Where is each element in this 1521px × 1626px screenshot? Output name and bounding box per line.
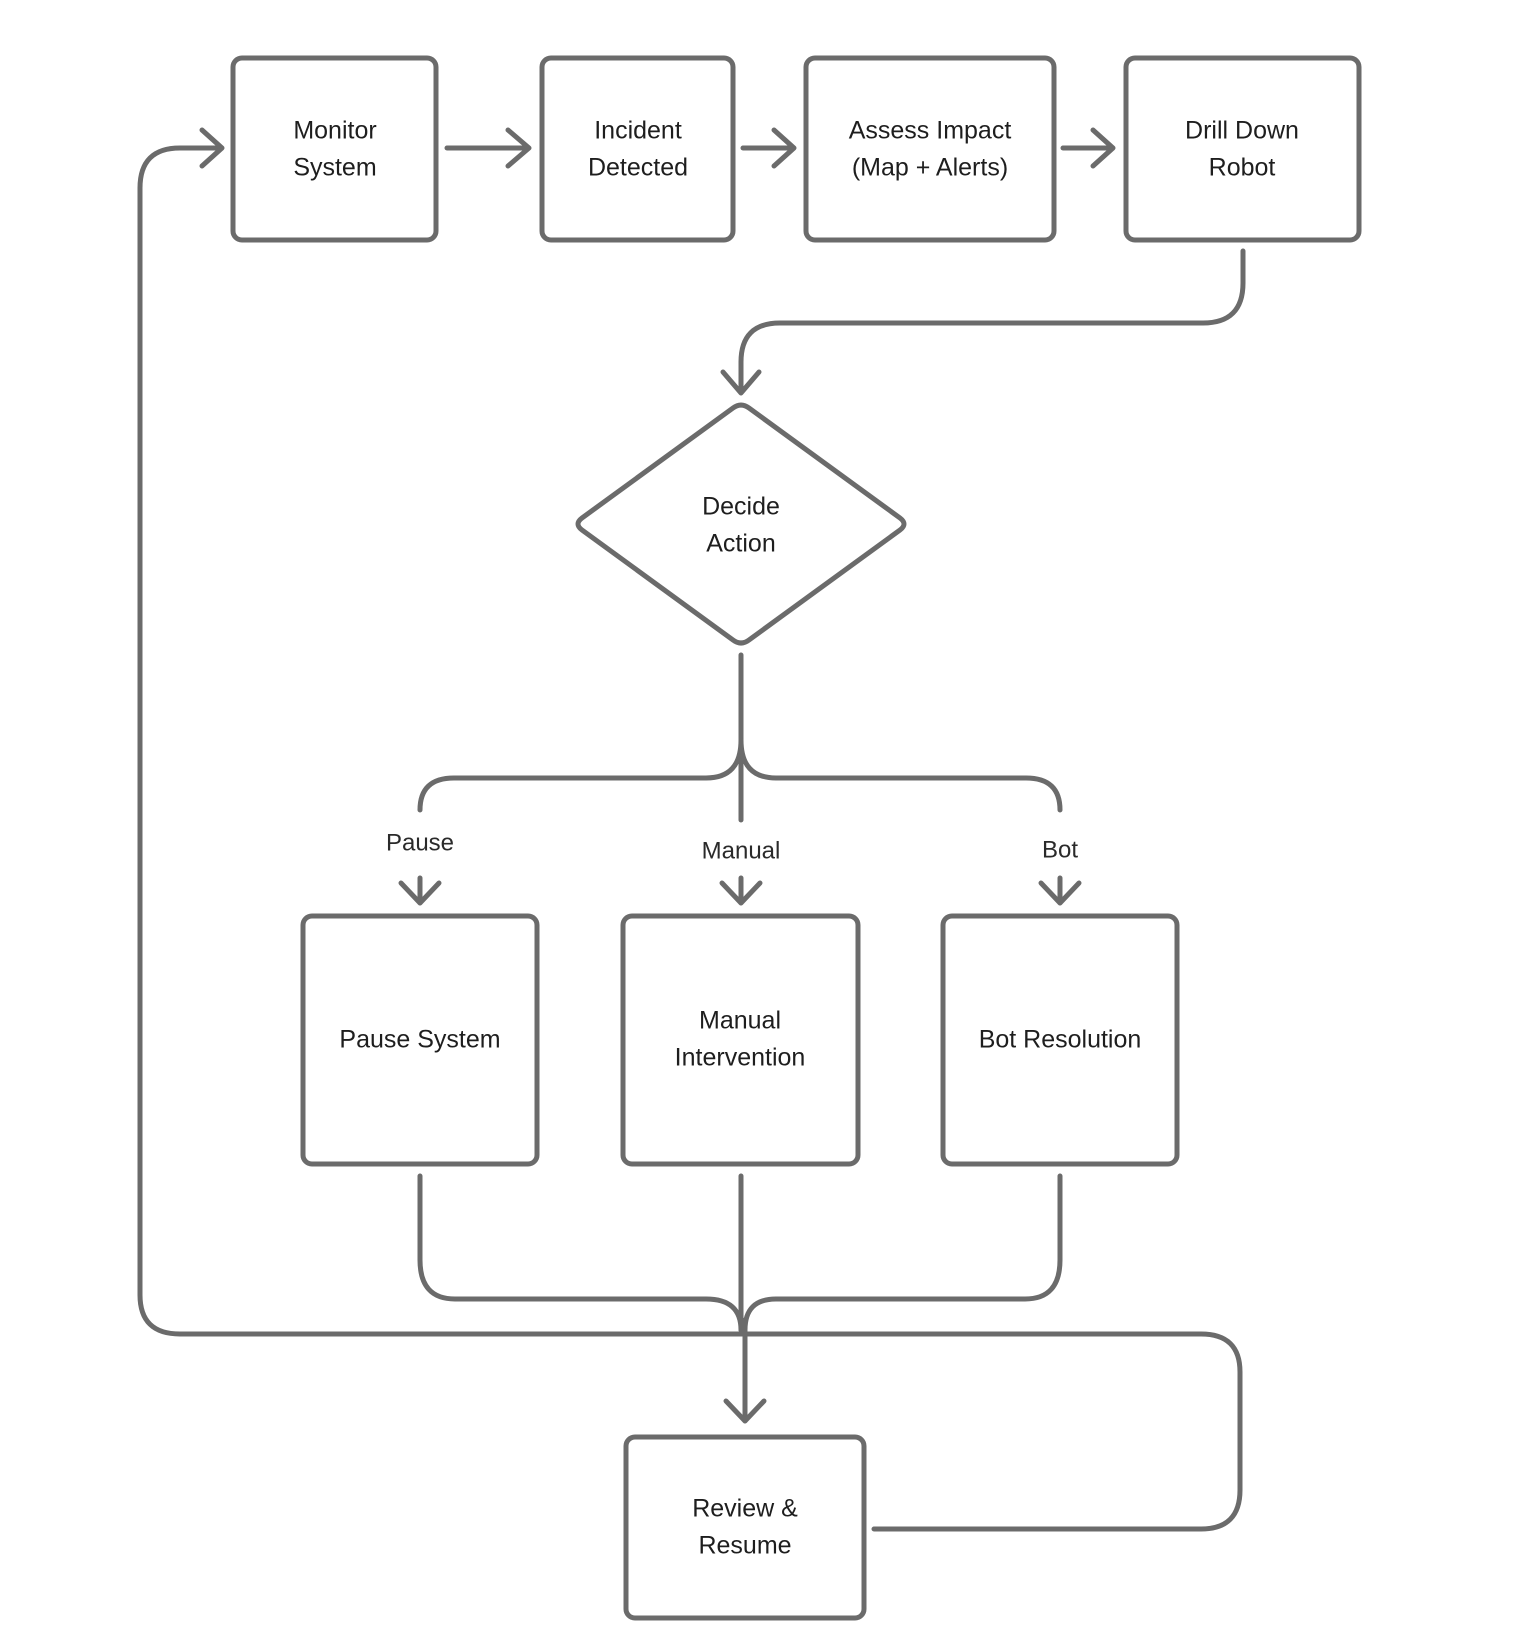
decide-action-diamond: [575, 402, 907, 646]
review-resume-label-line1: Review &: [692, 1495, 798, 1523]
assess-impact-label-line2: (Map + Alerts): [852, 154, 1008, 182]
monitor-system-label-line1: Monitor: [293, 117, 376, 145]
arrowhead-assess: [771, 127, 797, 169]
edge-label-bot: Bot: [1042, 836, 1078, 863]
incident-detected-label-line1: Incident: [594, 117, 682, 145]
edge-label-pause: Pause: [386, 829, 454, 856]
node-assess-impact: Assess Impact (Map + Alerts): [803, 55, 1057, 243]
arrowhead-drill: [1090, 127, 1116, 169]
node-incident-detected: Incident Detected: [539, 55, 736, 243]
arrowhead-monitor: [199, 127, 225, 169]
edge-pause-to-review: [417, 1173, 744, 1333]
arrowhead-review: [723, 1398, 767, 1424]
node-bot-resolution: Bot Resolution: [940, 913, 1180, 1167]
manual-intervention-label-line1: Manual: [699, 1007, 781, 1035]
node-decide-action: Decide Action: [575, 402, 907, 646]
assess-impact-label-line1: Assess Impact: [849, 117, 1012, 145]
pause-system-label: Pause System: [339, 1026, 500, 1054]
monitor-system-box: [230, 55, 439, 243]
edge-bot-to-review: [742, 1173, 1063, 1333]
node-review-resume: Review & Resume: [623, 1434, 867, 1621]
edge-label-manual: Manual: [702, 837, 781, 864]
node-monitor-system: Monitor System: [230, 55, 439, 243]
monitor-system-label-line2: System: [293, 154, 376, 182]
pause-system-box: [300, 913, 540, 1167]
decide-action-label-line1: Decide: [702, 493, 780, 521]
incident-detected-label-line2: Detected: [588, 154, 688, 182]
assess-impact-box: [803, 55, 1057, 243]
review-resume-label-line2: Resume: [698, 1532, 791, 1560]
bot-resolution-label: Bot Resolution: [979, 1026, 1142, 1054]
edge-decide-to-pause: [417, 737, 744, 813]
edge-drill-to-decide: [738, 248, 1246, 395]
arrowhead-decide: [720, 369, 762, 396]
drill-down-robot-label-line1: Drill Down: [1185, 117, 1299, 145]
connectors: [137, 127, 1246, 1532]
bot-resolution-box: [940, 913, 1180, 1167]
node-pause-system: Pause System: [300, 913, 540, 1167]
manual-intervention-box: [620, 913, 861, 1167]
arrowhead-incident: [505, 127, 532, 169]
drill-down-robot-label-line2: Robot: [1209, 154, 1276, 182]
incident-detected-box: [539, 55, 736, 243]
node-drill-down-robot: Drill Down Robot: [1123, 55, 1362, 243]
review-resume-box: [623, 1434, 867, 1621]
drill-down-robot-box: [1123, 55, 1362, 243]
edge-decide-to-bot: [738, 737, 1063, 813]
node-manual-intervention: Manual Intervention: [620, 913, 861, 1167]
manual-intervention-label-line2: Intervention: [675, 1044, 806, 1072]
edge-review-loop-to-monitor: [137, 145, 1243, 1532]
decide-action-label-line2: Action: [706, 530, 775, 558]
